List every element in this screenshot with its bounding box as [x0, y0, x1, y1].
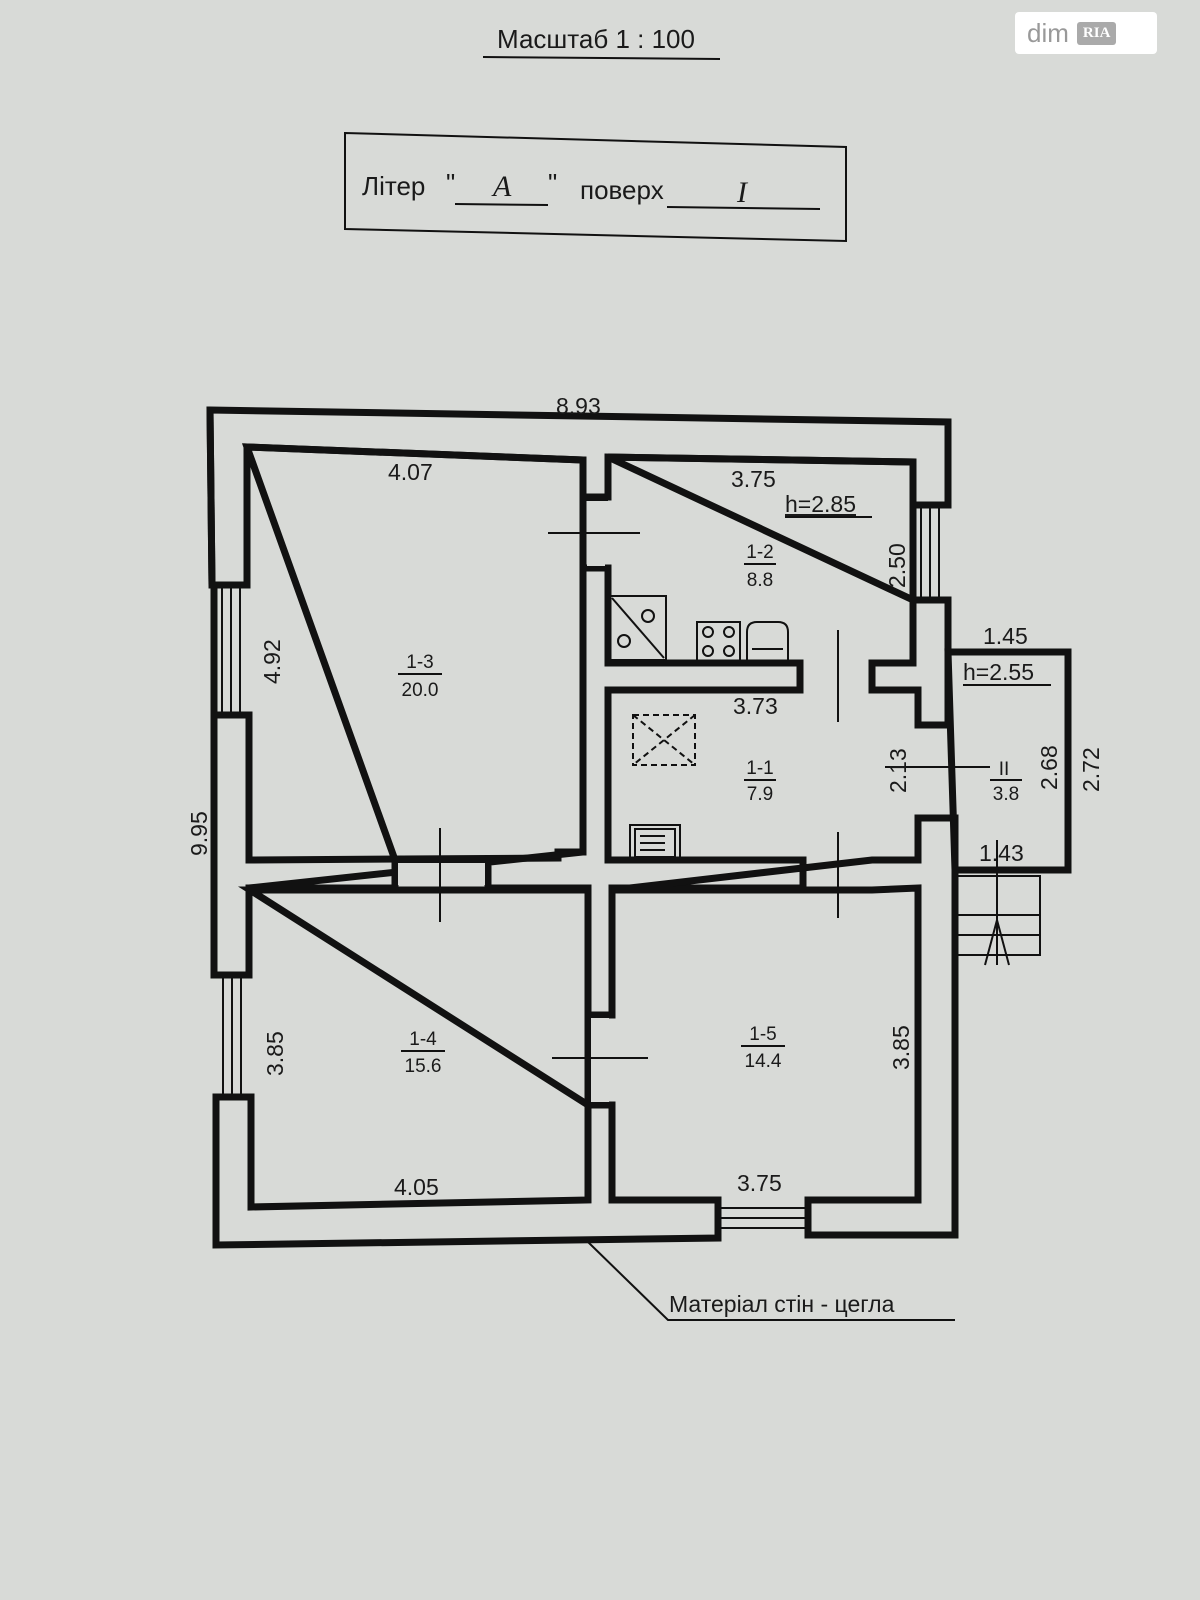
dim-r14-left: 3.85 — [262, 1031, 288, 1076]
dim-r12-right: 2.50 — [884, 543, 910, 588]
dim-r12-height: h=2.85 — [785, 491, 856, 517]
annex — [944, 648, 1072, 874]
dim-outer-left: 9.95 — [186, 811, 212, 856]
room-area: 7.9 — [747, 784, 773, 805]
dim-annex-height: h=2.55 — [963, 659, 1034, 685]
window-right — [920, 508, 940, 597]
room-label-1-1: 1-1 7.9 — [744, 758, 776, 805]
room-1-3-wall — [210, 443, 587, 979]
floor-value: I — [736, 176, 749, 209]
boiler-icon — [746, 621, 789, 662]
room-area: 14.4 — [745, 1051, 782, 1072]
dim-r11-right: 2.13 — [885, 748, 911, 793]
door-gap — [591, 1018, 609, 1102]
room-label-1-4: 1-4 15.6 — [401, 1029, 445, 1077]
room-label-II: II 3.8 — [990, 759, 1022, 805]
window-left-upper — [221, 588, 241, 712]
letter-box — [344, 131, 847, 243]
note-leader — [587, 1241, 955, 1321]
room-id: II — [999, 759, 1010, 780]
wall-material-note: Матеріал стін - цегла — [669, 1291, 895, 1317]
floor-underline — [666, 206, 821, 210]
window-bottom — [720, 1207, 806, 1229]
dim-r12-top: 3.75 — [731, 466, 776, 492]
room-label-1-3: 1-3 20.0 — [398, 652, 442, 701]
hatch-icon — [632, 714, 696, 766]
dim-r13-left: 4.92 — [259, 639, 285, 684]
room-area: 3.8 — [993, 784, 1019, 805]
room-id: 1-1 — [746, 758, 773, 779]
room-area: 20.0 — [402, 680, 439, 701]
dim-outer-top: 8.93 — [556, 393, 601, 419]
dim-annex-inner: 2.68 — [1036, 745, 1062, 790]
room-1-4-wall — [248, 564, 807, 1019]
room-id: 1-3 — [406, 652, 433, 673]
scale-label: Масштаб 1 : 100 — [497, 24, 695, 54]
door-gap — [398, 863, 485, 885]
entrance-stairs — [955, 840, 1041, 966]
dim-annex-outer: 2.72 — [1078, 747, 1104, 792]
room-area: 8.8 — [747, 570, 773, 591]
room-id: 1-2 — [746, 542, 773, 563]
dim-r11-top: 3.73 — [733, 693, 778, 719]
dim-annex-bottom: 1.43 — [979, 840, 1024, 866]
room-area: 15.6 — [405, 1056, 442, 1077]
room-1-5 — [611, 814, 959, 1239]
letter-label: Літер — [362, 171, 425, 201]
room-id: 1-5 — [749, 1024, 776, 1045]
watermark-badge: RIA — [1076, 21, 1117, 45]
quote-close: " — [548, 168, 557, 198]
outer-wall-left-bottom — [206, 409, 216, 586]
dim-annex-top: 1.45 — [983, 623, 1028, 649]
quote-open: " — [446, 168, 455, 198]
room-1-4 — [212, 886, 722, 1249]
dim-r13-top: 4.07 — [388, 459, 433, 485]
dim-r15-bottom: 3.75 — [737, 1170, 782, 1196]
letter-underline — [454, 203, 549, 206]
sink-icon — [609, 595, 667, 661]
room-1-1-2 — [606, 453, 952, 729]
dim-r14-bottom: 4.05 — [394, 1174, 439, 1200]
room-label-1-2: 1-2 8.8 — [744, 542, 776, 591]
window-left-lower — [222, 978, 242, 1094]
watermark-brand: dim — [1027, 17, 1069, 48]
room-id: 1-4 — [409, 1029, 437, 1050]
wall-left-upper — [210, 581, 247, 715]
heater-icon — [629, 824, 681, 862]
room-label-1-5: 1-5 14.4 — [741, 1024, 785, 1072]
stove-icon — [696, 621, 741, 663]
scale-underline — [482, 56, 721, 60]
dim-r15-right: 3.85 — [888, 1025, 914, 1070]
letter-value: A — [491, 170, 512, 203]
floor-label: поверх — [580, 175, 664, 205]
watermark-logo: dim RIA — [1015, 12, 1157, 54]
